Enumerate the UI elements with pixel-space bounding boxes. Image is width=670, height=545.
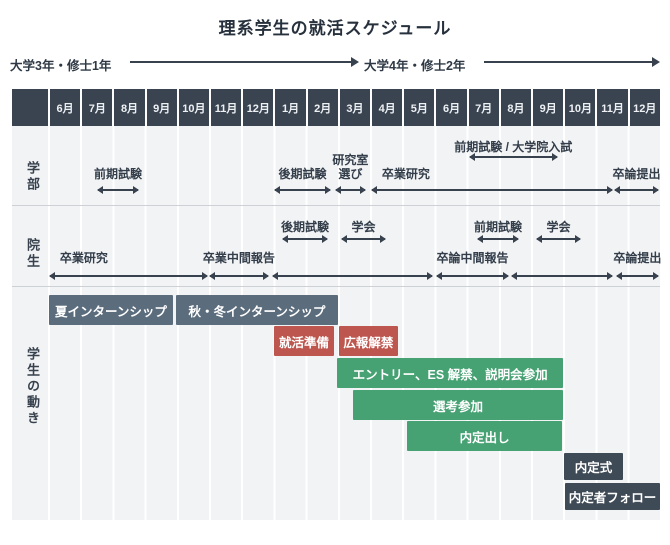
gantt-bar: 広報解禁 (338, 326, 398, 356)
annotation-label: 卒論中間報告 (436, 251, 509, 265)
month-header-cell: 2月 (305, 89, 338, 126)
annotation-label: 卒業研究 (381, 167, 430, 181)
annotation-arrow (96, 186, 140, 194)
year-right-arrow (484, 57, 660, 67)
gantt-bar: 内定者フォロー (565, 483, 660, 510)
annotation-label: 後期試験 (278, 167, 327, 181)
gantt-bar: エントリー、ES 解禁、説明会参加 (337, 358, 564, 388)
annotation-arrow (282, 235, 328, 243)
year-left-label: 大学3年・修士1年 (10, 59, 112, 73)
annotation-label: 卒業中間報告 (202, 251, 275, 265)
annotation-label: 卒論提出 (612, 167, 661, 181)
timeline-arrow (510, 272, 614, 280)
month-header-cell: 9月 (531, 89, 563, 126)
annotation-arrow (208, 272, 269, 280)
month-header-cell: 9月 (144, 89, 177, 126)
month-header-cell: 7月 (80, 89, 112, 126)
gantt-bar: 夏インターンシップ (48, 295, 173, 325)
annotation-label: 学会 (546, 220, 571, 234)
annotation-arrow (476, 235, 520, 243)
gantt-bar: 秋・冬インターンシップ (176, 295, 338, 325)
month-header-cell: 12月 (627, 89, 660, 126)
page-title: 理系学生の就活スケジュール (218, 19, 452, 38)
row-label-undergrad: 学部 (25, 161, 40, 193)
month-header-cell: 4月 (370, 89, 402, 126)
annotation-arrow (370, 186, 614, 194)
annotation-label: 卒論提出 (613, 251, 662, 265)
annotation-label: 研究室 選び (332, 153, 369, 181)
row-separator (12, 286, 660, 287)
timeline-arrow (272, 272, 434, 280)
month-header-cell: 11月 (595, 89, 627, 126)
month-header-cell: 6月 (48, 89, 80, 126)
month-header-cell: 8月 (498, 89, 531, 126)
annotation-label: 前期試験 (473, 220, 522, 234)
row-label-activity: 学生の動き (25, 347, 40, 427)
month-header-cell: 5月 (402, 89, 434, 126)
annotation-label: 卒業研究 (59, 251, 108, 265)
month-header-cell: 1月 (273, 89, 305, 126)
gantt-bar: 内定出し (407, 421, 563, 451)
annotation-label: 前期試験 (94, 167, 143, 181)
gantt-bar: 選考参加 (352, 390, 564, 420)
annotation-arrow (340, 235, 387, 243)
month-header-spacer (12, 89, 48, 126)
row-label-grad: 院生 (25, 238, 40, 270)
month-header-cell: 6月 (434, 89, 466, 126)
month-header-cell: 10月 (176, 89, 209, 126)
annotation-arrow (614, 186, 659, 194)
annotation-arrow (435, 272, 510, 280)
annotation-arrow (273, 186, 332, 194)
annotation-label: 後期試験 (280, 220, 329, 234)
annotation-arrow (615, 272, 659, 280)
annotation-arrow (334, 186, 366, 194)
annotation-arrow (536, 235, 581, 243)
gantt-bar: 就活準備 (274, 326, 334, 356)
month-header-cell: 3月 (337, 89, 370, 126)
month-header-cell: 7月 (466, 89, 499, 126)
annotation-arrow (48, 272, 209, 280)
row-separator (12, 205, 660, 206)
month-header-cell: 12月 (241, 89, 273, 126)
year-left-arrow (130, 57, 359, 67)
month-header-cell: 8月 (112, 89, 144, 126)
annotation-label: 学会 (351, 220, 376, 234)
annotation-arrow (468, 153, 558, 161)
month-header-cell: 11月 (209, 89, 241, 126)
year-right-label: 大学4年・修士2年 (364, 59, 466, 73)
annotation-label: 前期試験 / 大学院入試 (454, 140, 573, 154)
gantt-bar: 内定式 (564, 453, 623, 480)
month-header-cell: 10月 (563, 89, 595, 126)
